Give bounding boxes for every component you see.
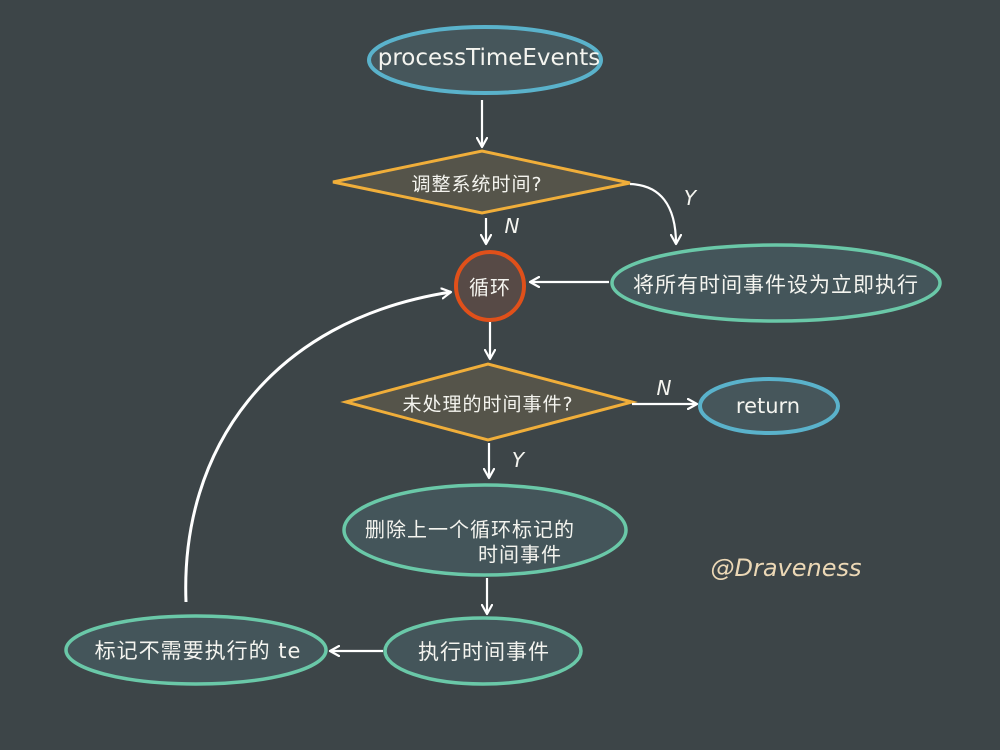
edge-label-adjust-yes: Y xyxy=(683,186,697,210)
set-all-immediate-process-shape xyxy=(610,243,942,323)
execute-node-label: 执行时间事件 xyxy=(418,640,550,664)
author-watermark: @Draveness xyxy=(710,554,862,582)
edge-label-unprocessed-no: N xyxy=(656,376,672,400)
adjust-time-node-label: 调整系统时间? xyxy=(411,173,543,196)
edge-label-adjust-no: N xyxy=(504,214,520,238)
mark-te-process-shape xyxy=(64,614,328,686)
delete-marked-process-shape xyxy=(342,483,628,577)
execute-process-shape xyxy=(383,616,583,686)
mark-te-node-label: 标记不需要执行的 te xyxy=(94,639,302,663)
delete-marked-node-label-line1: 删除上一个循环标记的 xyxy=(365,517,575,542)
edge-mark-to-loop xyxy=(184,292,451,603)
start-terminal-shape xyxy=(367,25,603,95)
loop-node-label: 循环 xyxy=(469,275,511,300)
unprocessed-decision-shape xyxy=(340,362,638,442)
start-node-label: processTimeEvents xyxy=(377,45,601,71)
unprocessed-node-label: 未处理的时间事件? xyxy=(402,393,574,416)
return-node-label: return xyxy=(735,394,801,418)
edge-adjust-to-set-all xyxy=(629,182,676,244)
edge-label-unprocessed-yes: Y xyxy=(511,448,525,472)
set-all-immediate-node-label: 将所有时间事件设为立即执行 xyxy=(633,273,919,297)
loop-circle-shape xyxy=(454,250,526,322)
return-terminal-shape xyxy=(698,377,840,435)
delete-marked-node-label-line2: 时间事件 xyxy=(478,542,562,567)
adjust-time-decision-shape xyxy=(332,149,631,215)
